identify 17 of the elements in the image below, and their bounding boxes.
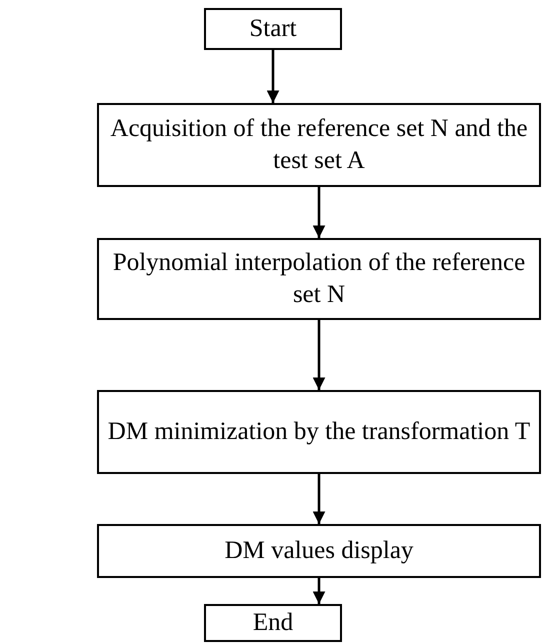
process-box — [204, 8, 342, 50]
step-text: End — [252, 608, 294, 638]
arrow — [266, 50, 280, 103]
step-text: Acquisition of the reference set N and the test set A — [109, 114, 529, 176]
step-text: Polynomial interpolation of the reference set N — [112, 248, 526, 310]
process-box — [97, 103, 541, 187]
process-box — [204, 604, 342, 642]
step-text: DM minimization by the transformation T — [108, 416, 530, 447]
step-text: DM values display — [224, 536, 414, 566]
process-box — [97, 524, 541, 578]
arrow — [312, 474, 326, 524]
process-box — [97, 238, 541, 320]
arrow — [312, 187, 326, 238]
step-text: Start — [249, 14, 297, 44]
arrow — [312, 320, 326, 390]
process-box — [97, 390, 541, 474]
arrow — [312, 578, 326, 604]
